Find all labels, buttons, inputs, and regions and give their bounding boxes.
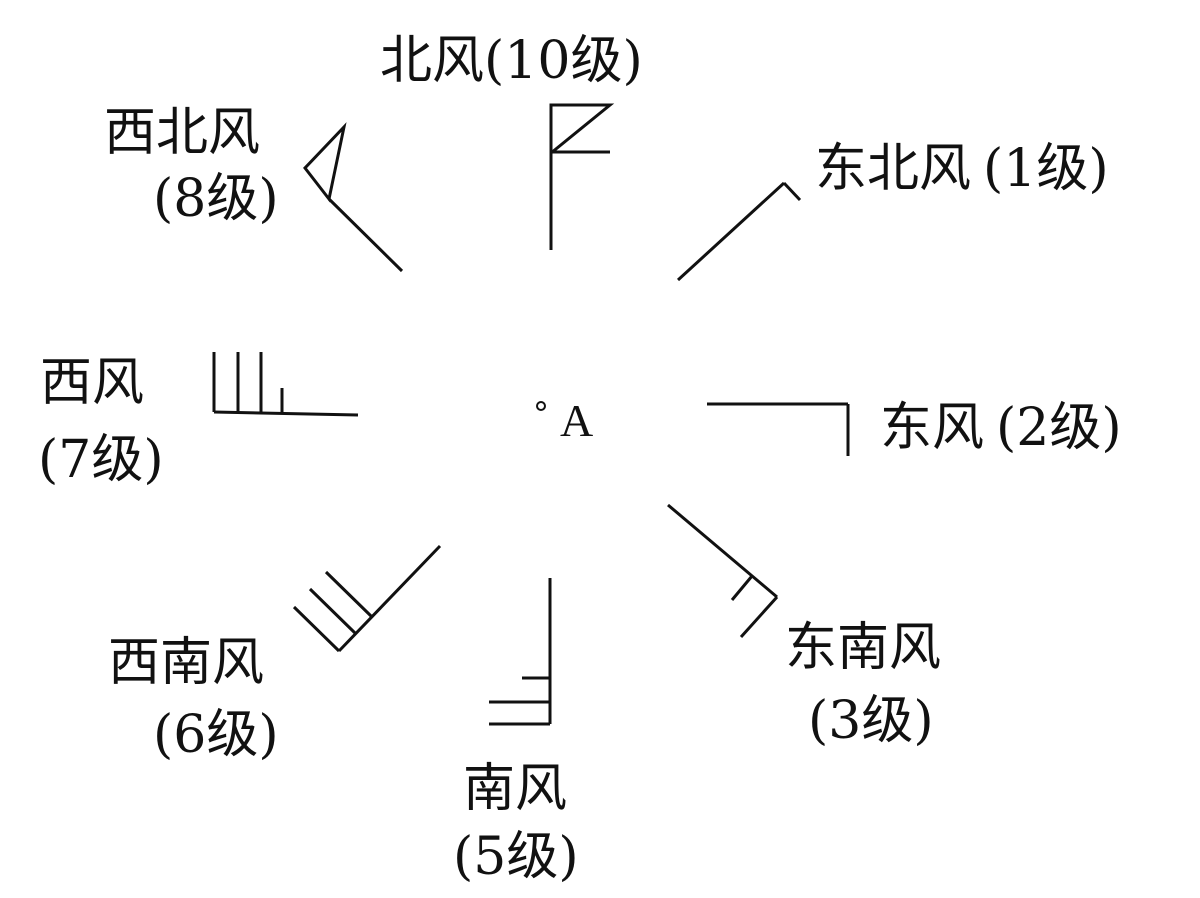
wind-barb-south: [489, 578, 552, 726]
label-west-name: 西风: [40, 353, 144, 413]
wind-barb-southeast: [667, 503, 779, 639]
wind-barb-northwest: [303, 122, 404, 273]
label-northeast: 东北风(1级): [815, 139, 1109, 199]
label-southeast-level: (3级): [808, 691, 934, 751]
center-point-label: A: [560, 395, 593, 446]
wind-barb-west: [212, 352, 359, 417]
label-east: 东风(2级): [880, 398, 1122, 458]
label-northwest-name: 西北风: [104, 103, 260, 163]
label-southeast-name: 东南风: [785, 618, 941, 678]
wind-barb-southwest: [292, 544, 442, 653]
label-west-level: (7级): [38, 430, 164, 490]
wind-barb-east: [707, 402, 850, 456]
wind-barb-northeast: [676, 181, 802, 282]
label-southwest-level: (6级): [153, 705, 279, 765]
label-south-name: 南风: [463, 759, 567, 819]
label-north: 北风(10级): [380, 31, 643, 91]
wind-barb-north: [549, 103, 615, 250]
label-southwest-name: 西南风: [108, 633, 264, 693]
label-south-level: (5级): [453, 827, 579, 887]
center-point-marker: [536, 401, 546, 411]
label-northwest-level: (8级): [153, 169, 279, 229]
